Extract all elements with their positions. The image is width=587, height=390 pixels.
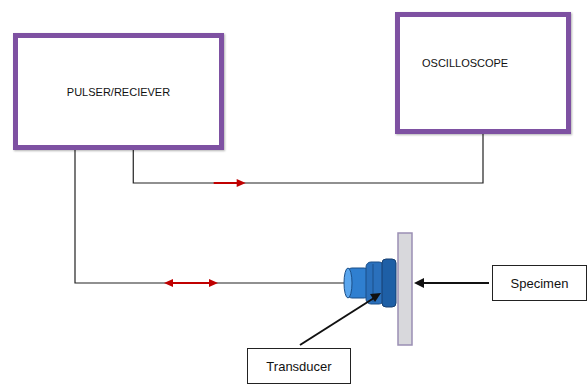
instrument-box: PULSER/RECIEVER [13,33,224,150]
leader-arrow [300,293,381,345]
instrument-box: OSCILLOSCOPE [395,12,571,134]
callout-box: Specimen [492,265,587,301]
node-label: PULSER/RECIEVER [67,86,170,98]
node-label: OSCILLOSCOPE [422,57,508,69]
bidirectional-arrow [164,279,218,287]
signal-wire [75,150,347,283]
node-label: Specimen [511,276,569,291]
specimen-plate [398,233,412,345]
node-label: Transducer [266,359,331,374]
leader-arrow [414,278,489,288]
callout-box: Transducer [247,348,351,384]
